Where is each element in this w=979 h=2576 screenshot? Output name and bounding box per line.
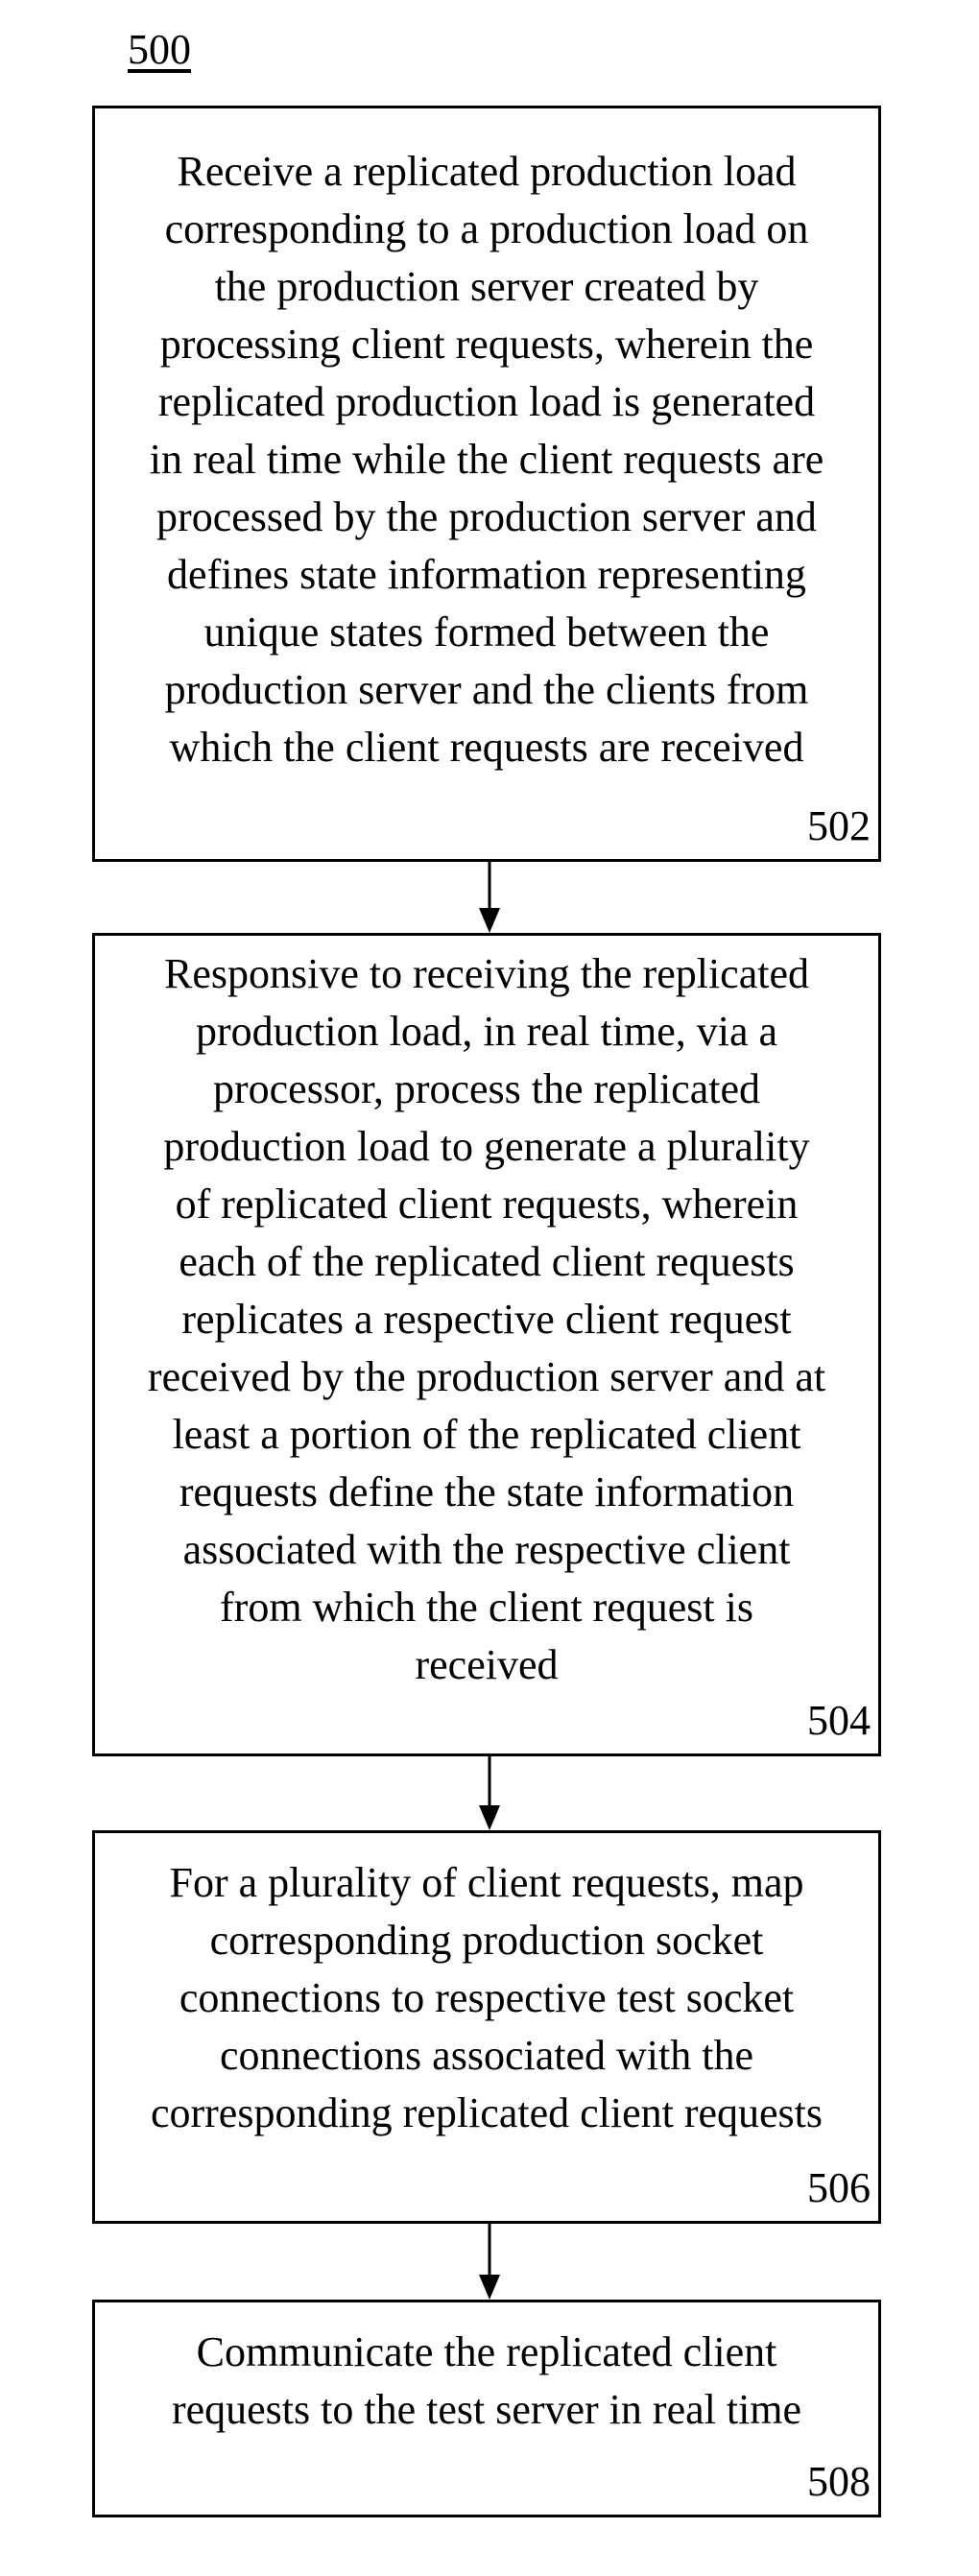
step-number: 506 [807,2163,871,2213]
step-text: Receive a replicated production load cor… [105,143,869,776]
step-text: For a plurality of client requests, map … [105,1854,869,2142]
arrow-down-icon [477,2224,502,2300]
flow-step-504: Responsive to receiving the replicated p… [92,933,881,1756]
step-number: 504 [807,1696,871,1746]
down-arrow-connector [477,862,502,933]
arrow-down-icon [477,862,502,933]
down-arrow-connector [477,2224,502,2300]
flow-step-506: For a plurality of client requests, map … [92,1830,881,2224]
step-text: Communicate the replicated client reques… [105,2324,869,2439]
down-arrow-connector [477,1756,502,1830]
arrow-down-icon [477,1756,502,1830]
step-number: 502 [807,801,871,851]
flow-step-502: Receive a replicated production load cor… [92,106,881,862]
step-number: 508 [807,2457,871,2507]
flow-step-508: Communicate the replicated client reques… [92,2300,881,2517]
figure-number: 500 [128,25,191,75]
step-text: Responsive to receiving the replicated p… [105,945,869,1694]
